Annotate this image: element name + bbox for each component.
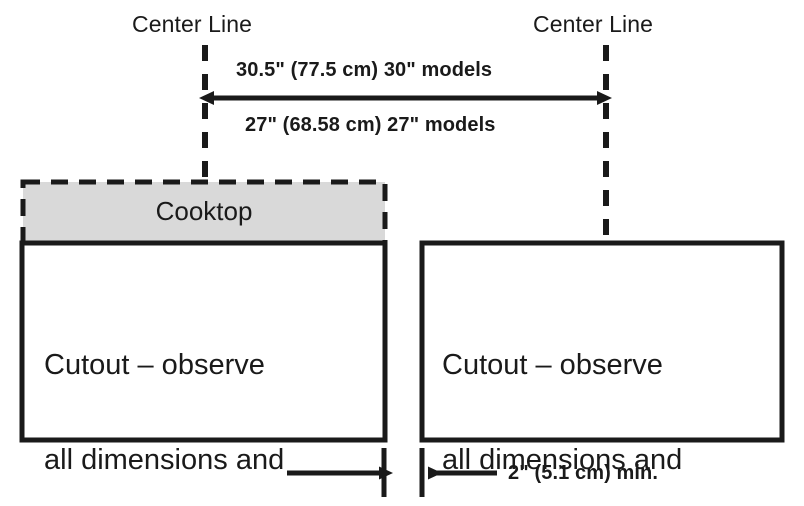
cooktop-outline: [20, 179, 388, 246]
cooktop-label: Cooktop: [155, 196, 253, 226]
cutout-box-right: [419, 240, 785, 443]
cutout-left-line-2: all dimensions and: [44, 444, 285, 477]
cutout-text-right: Cutout – observe all dimensions and requ…: [442, 287, 682, 506]
cutout-right-line-1: Cutout – observe: [442, 349, 663, 382]
dimension-label-27-models: 27" (68.58 cm) 27" models: [245, 114, 496, 136]
center-line-label-right: Center Line: [533, 11, 654, 37]
center-line-label-left: Center Line: [132, 11, 253, 37]
cutout-left-line-1: Cutout – observe: [44, 349, 265, 382]
cutout-right-line-2: all dimensions and: [442, 444, 683, 477]
cutout-text-left: Cutout – observe all dimensions and requ…: [44, 287, 284, 506]
min-clearance-label: 2" (5.1 cm) min.: [508, 462, 659, 484]
cutout-box-left: [19, 240, 388, 443]
dimension-label-30-models: 30.5" (77.5 cm) 30" models: [236, 59, 493, 81]
